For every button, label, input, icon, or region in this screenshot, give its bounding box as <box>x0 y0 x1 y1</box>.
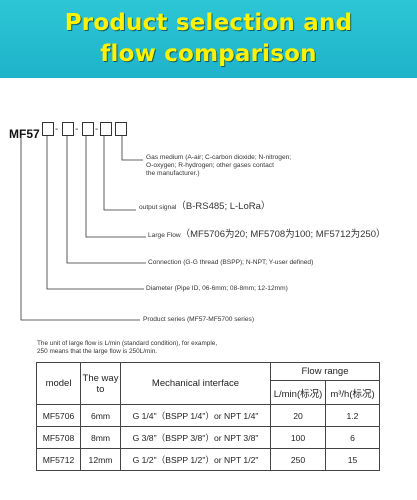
large-flow-prefix: Large Flow <box>148 232 181 239</box>
cell-lmin: 100 <box>270 426 326 449</box>
cell-interface: G 1/2"（BSPP 1/2"）or NPT 1/2" <box>120 448 271 471</box>
cell-lmin: 20 <box>270 404 326 427</box>
code-box-large-flow <box>82 122 94 136</box>
code-box-gas <box>115 122 127 136</box>
header-way: The way to <box>80 362 121 405</box>
code-separator: - <box>75 124 79 135</box>
model-prefix: MF57 <box>9 127 40 141</box>
leader-large-flow <box>85 136 146 238</box>
table-row: MF5712 12mm G 1/2"（BSPP 1/2"）or NPT 1/2"… <box>36 448 380 471</box>
code-box-connection <box>62 122 74 136</box>
output-signal-label: output signal（B-RS485; L-LoRa） <box>139 201 271 212</box>
diameter-label: Diameter (Pipe ID, 06-6mm; 08-8mm; 12-12… <box>146 285 288 292</box>
leader-gas <box>121 136 143 161</box>
cell-way: 6mm <box>80 404 121 427</box>
cell-model: MF5708 <box>36 426 81 449</box>
output-signal-value: （B-RS485; L-LoRa） <box>176 201 271 212</box>
flow-unit-note: The unit of large flow is L/min (standar… <box>37 340 217 356</box>
leader-lines <box>20 134 146 321</box>
cell-interface: G 3/8"（BSPP 3/8"）or NPT 3/8" <box>120 426 271 449</box>
code-separator: - <box>95 124 99 135</box>
cell-model: MF5712 <box>36 448 81 471</box>
header-m3h: m³/h(标况) <box>325 380 380 405</box>
title-line-2: flow comparison <box>100 41 317 67</box>
header-model: model <box>36 362 81 405</box>
cell-interface: G 1/4"（BSPP 1/4"）or NPT 1/4" <box>120 404 271 427</box>
gas-line-2: O-oxygen; R-hydrogen; other gases contac… <box>146 162 274 170</box>
gas-line-1: Gas medium (A-air; C-carbon dioxide; N-n… <box>146 154 292 161</box>
leader-output <box>103 136 136 211</box>
code-separator: - <box>55 124 59 135</box>
cell-way: 12mm <box>80 448 121 471</box>
table-row: MF5708 8mm G 3/8"（BSPP 3/8"）or NPT 3/8" … <box>36 426 380 449</box>
title-banner: Product selection and flow comparison <box>0 0 417 78</box>
cell-way: 8mm <box>80 426 121 449</box>
cell-m3h: 1.2 <box>325 404 380 427</box>
note-line-2: 250 means that the large flow is 250L/mi… <box>37 348 158 355</box>
leader-diameter <box>46 136 144 290</box>
header-interface: Mechanical interface <box>120 362 271 405</box>
leader-connection <box>66 136 146 264</box>
header-flow-range: Flow range <box>270 362 380 381</box>
gas-medium-label: Gas medium (A-air; C-carbon dioxide; N-n… <box>146 154 291 179</box>
flow-comparison-table: model The way to Mechanical interface Fl… <box>36 362 380 471</box>
connection-label: Connection (G-G thread (BSPP); N-NPT; Y-… <box>148 259 314 266</box>
cell-lmin: 250 <box>270 448 326 471</box>
large-flow-label: Large Flow（MF5706为20; MF5708为100; MF5712… <box>148 229 386 240</box>
cell-m3h: 15 <box>325 448 380 471</box>
large-flow-value: （MF5706为20; MF5708为100; MF5712为250） <box>180 229 386 240</box>
code-box-output <box>100 122 112 136</box>
output-signal-prefix: output signal <box>139 204 177 211</box>
title-line-1: Product selection and <box>64 10 353 36</box>
cell-m3h: 6 <box>325 426 380 449</box>
cell-model: MF5706 <box>36 404 81 427</box>
code-box-diameter <box>42 122 54 136</box>
product-series-label: Product series (MF57-MF5700 series) <box>143 316 255 323</box>
table-row: MF5706 6mm G 1/4"（BSPP 1/4"）or NPT 1/4" … <box>36 404 380 427</box>
header-lmin: L/min(标况) <box>270 380 326 405</box>
leader-series <box>20 134 140 321</box>
note-line-1: The unit of large flow is L/min (standar… <box>37 340 218 347</box>
gas-line-3: the manufacturer.) <box>146 170 200 178</box>
